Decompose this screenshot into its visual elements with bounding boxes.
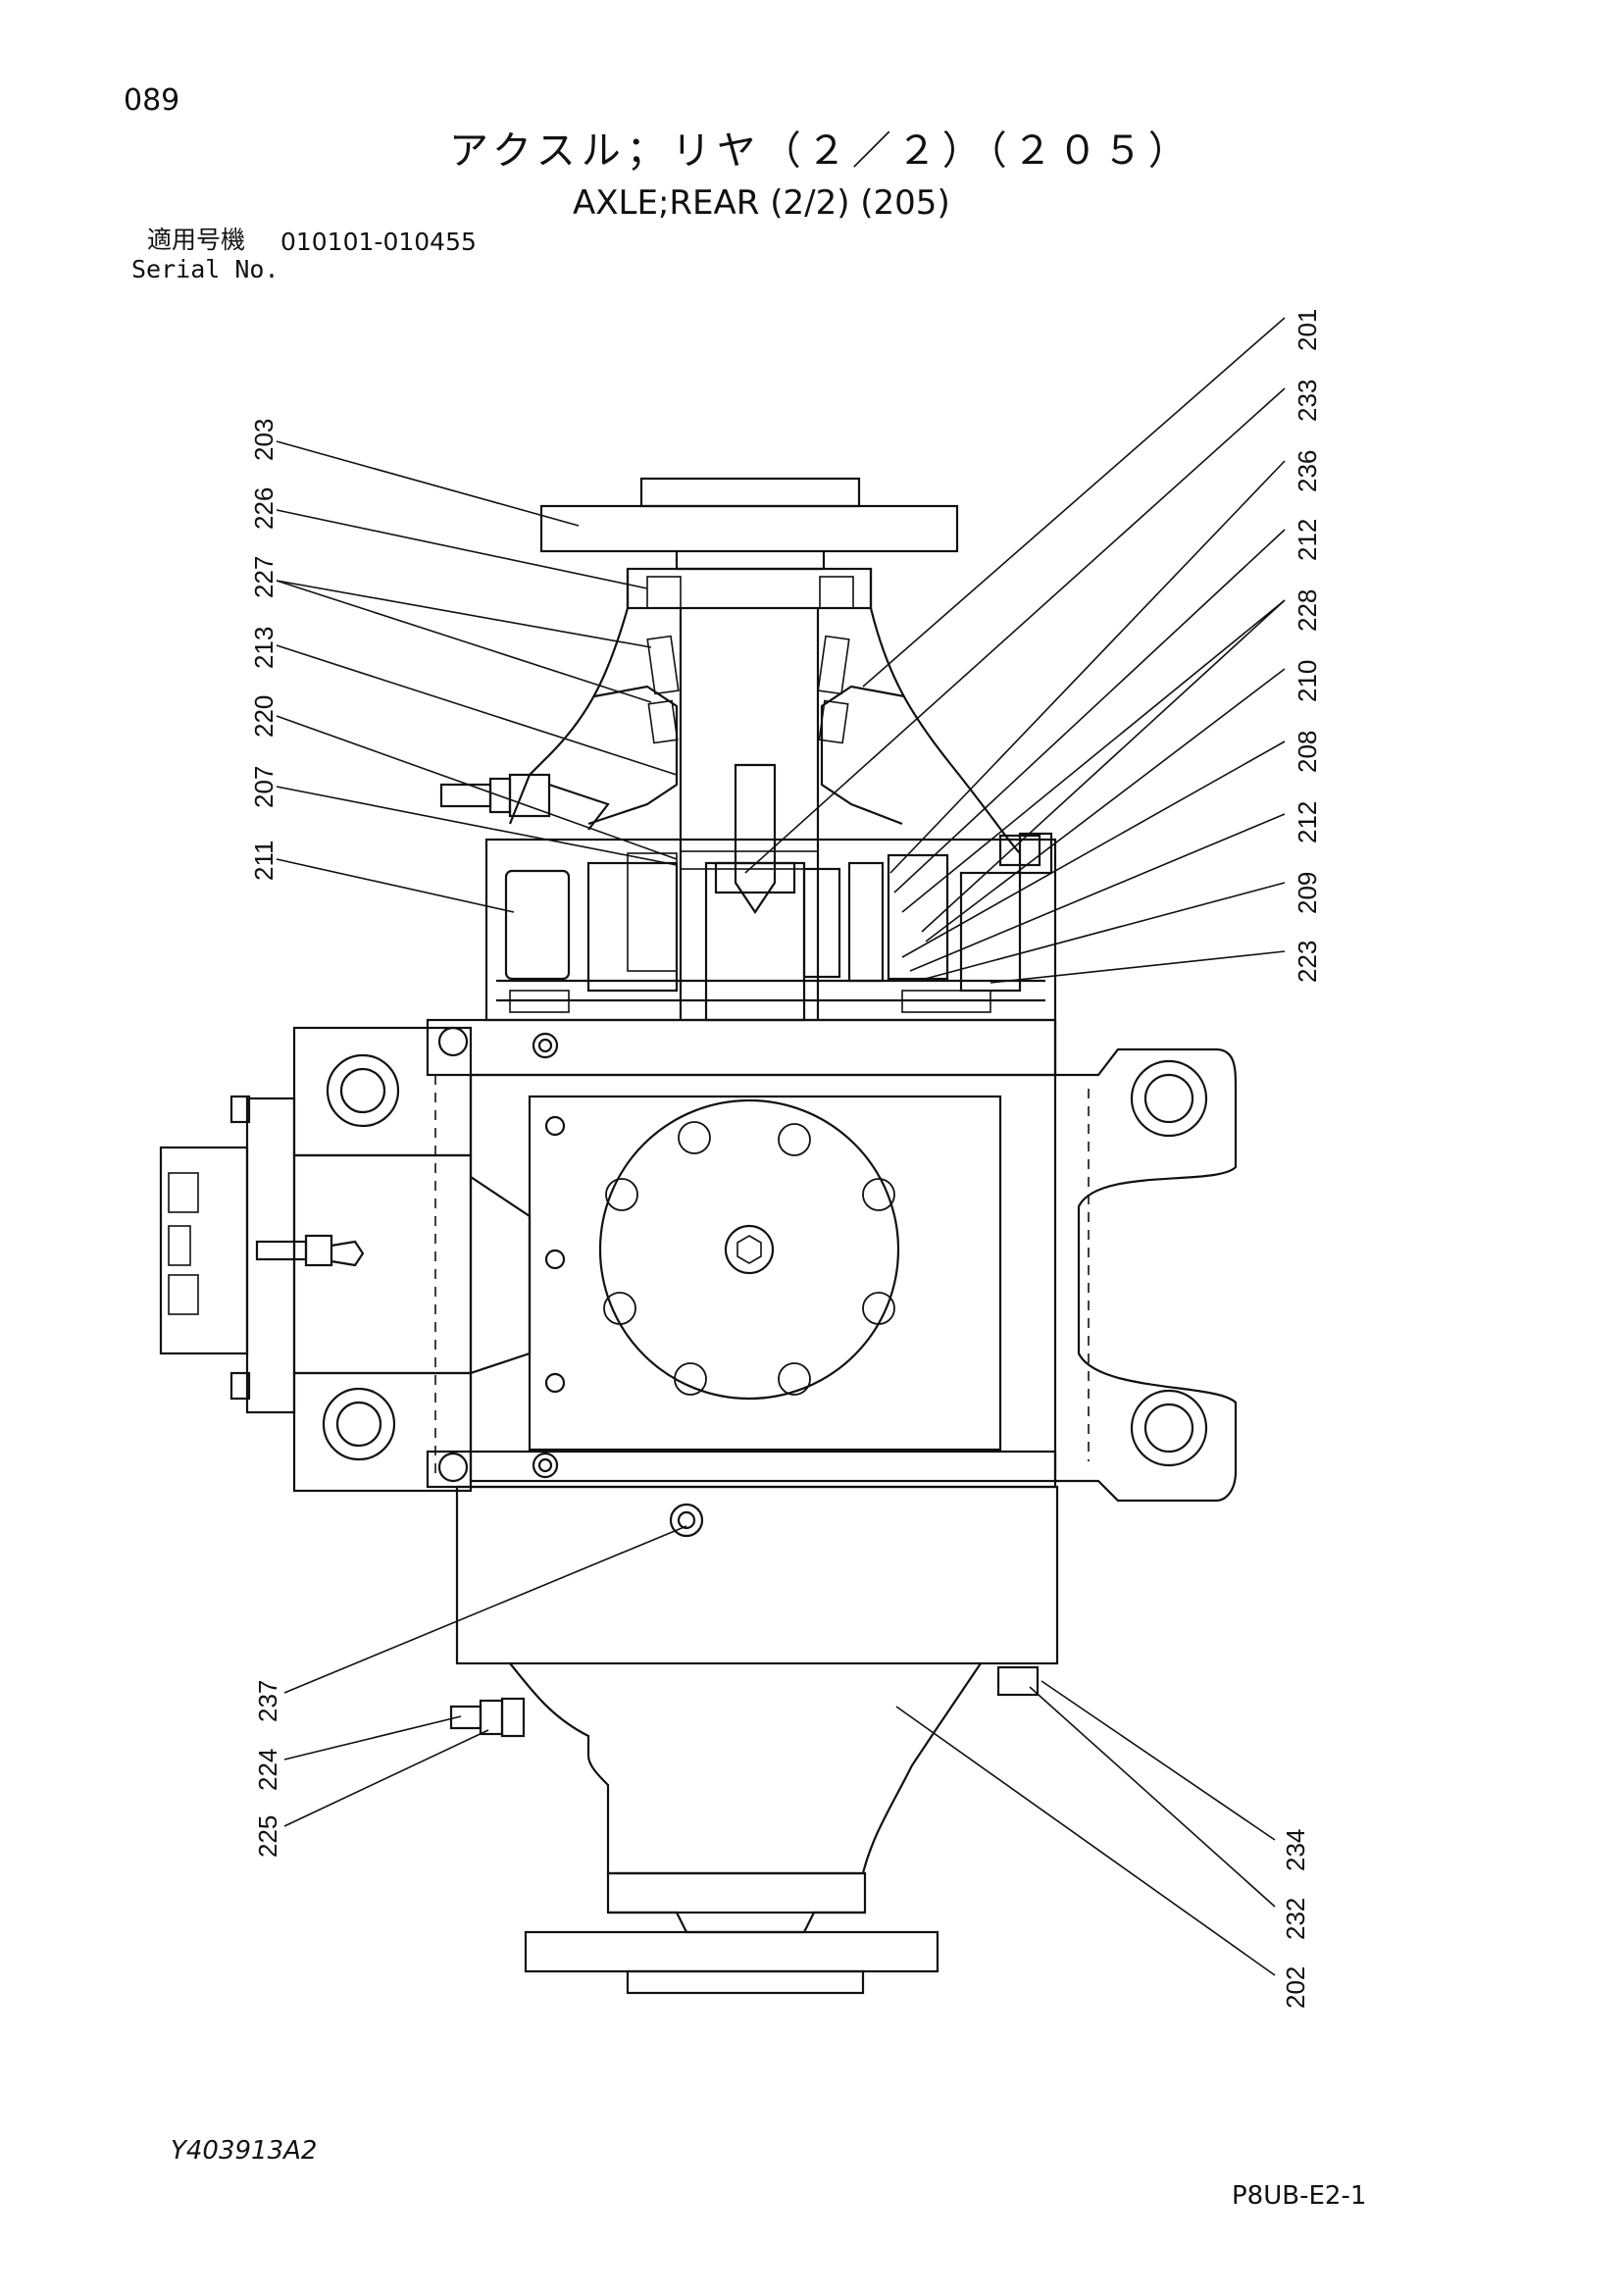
- main-axle-housing: [292, 1018, 1238, 1503]
- callout-label: 224: [253, 1749, 282, 1791]
- document-code: Y403913A2: [171, 2136, 318, 2166]
- callout-label: 237: [253, 1680, 282, 1722]
- page-title-japanese: アクスル；リヤ（２／２）（２０５）: [449, 128, 1193, 174]
- callout-label: 236: [1293, 450, 1322, 492]
- callout-label: 226: [249, 487, 279, 530]
- breather-fitting-upper: [439, 773, 610, 831]
- callout-label: 210: [1293, 660, 1322, 702]
- serial-range: 010101-010455: [280, 228, 477, 256]
- callout-label: 225: [253, 1815, 282, 1858]
- lower-housing: [449, 1485, 1059, 1995]
- callout-label: 234: [1281, 1829, 1310, 1871]
- cover-bolts: [603, 1121, 895, 1396]
- callout-label: 209: [1293, 872, 1322, 914]
- callout-label: 212: [1293, 519, 1322, 561]
- brake-valve-block: [159, 1095, 365, 1414]
- callout-label: 207: [249, 766, 279, 808]
- callout-label: 223: [1293, 941, 1322, 983]
- planetary-gear-section: [484, 832, 1057, 1022]
- page-title-english: AXLE;REAR (2/2) (205): [573, 183, 950, 223]
- page-number: 089: [124, 83, 180, 118]
- callout-label: 228: [1293, 589, 1322, 632]
- serial-label-japanese: 適用号機: [147, 226, 246, 254]
- callout-label: 202: [1281, 1966, 1310, 2009]
- callout-label: 232: [1281, 1898, 1310, 1940]
- callout-labels: 203 226 227 213 220 207 211 201 233 236 …: [249, 309, 1322, 2009]
- callout-label: 220: [249, 695, 279, 738]
- page-code: P8UB-E2-1: [1232, 2181, 1367, 2211]
- callout-label: 233: [1293, 380, 1322, 422]
- serial-label-english: Serial No.: [131, 255, 279, 283]
- leader-lines: [276, 317, 1286, 1976]
- upper-flange-assembly: [508, 477, 1021, 1020]
- callout-label: 227: [249, 556, 279, 598]
- callout-label: 213: [249, 627, 279, 669]
- callout-label: 208: [1293, 731, 1322, 773]
- callout-label: 211: [249, 841, 279, 881]
- callout-label: 203: [249, 419, 279, 461]
- callout-label: 212: [1293, 801, 1322, 843]
- callout-label: 201: [1293, 309, 1322, 351]
